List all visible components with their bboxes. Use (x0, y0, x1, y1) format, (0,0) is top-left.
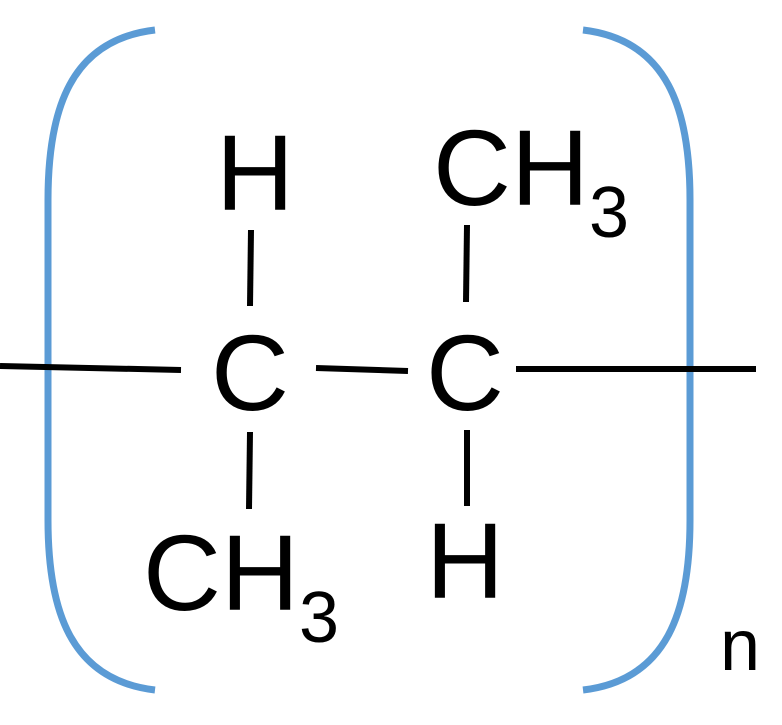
atom-c2: C (426, 312, 504, 433)
atom-h-top: H (216, 112, 294, 233)
repeat-subscript-n: n (720, 606, 760, 686)
ch3-bottom-subscript: 3 (299, 578, 339, 658)
ch3-bottom: CH3 (143, 512, 339, 658)
atom-c1: C (211, 312, 289, 433)
ch3-top: CH3 (433, 107, 629, 253)
ch3-top-subscript: 3 (589, 173, 629, 253)
right-bracket (582, 26, 694, 694)
left-chain-bond (0, 363, 182, 373)
left-bracket (44, 26, 156, 694)
c1-h-bond (247, 229, 254, 307)
c2-ch3-bond (463, 224, 470, 303)
c1-ch3-bond (246, 431, 253, 510)
ch3-bottom-main: CH (143, 512, 299, 633)
c-c-bond (315, 365, 409, 374)
ch3-top-main: CH (433, 107, 589, 228)
atom-h-bottom: H (426, 500, 504, 621)
